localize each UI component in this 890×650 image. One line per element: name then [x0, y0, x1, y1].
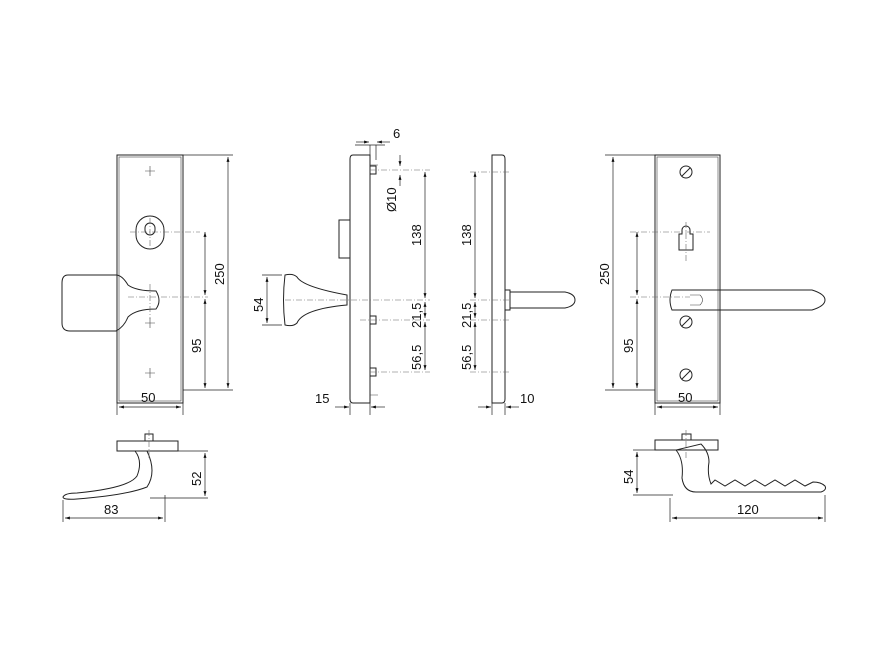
side-plate	[491, 154, 506, 404]
side-view-lever: 138 21,5 56,5 10	[459, 154, 576, 415]
dim-height: 250	[597, 263, 612, 285]
dim-thickness: 15	[315, 391, 329, 406]
knob	[61, 274, 160, 332]
dim-width: 50	[141, 390, 155, 405]
top-view-lever: 54 120	[621, 430, 826, 522]
top-view-knob: 52 83	[62, 430, 208, 522]
dim-knob-height: 54	[251, 298, 266, 312]
dim-spindle-bottom: 95	[189, 339, 204, 353]
dim-spindle-bottom: 95	[621, 339, 636, 353]
side-view-knob: 6 Ø10 138 21,5 56,5 54 15	[251, 126, 430, 415]
screw-mark-icon	[145, 166, 155, 378]
spindle-stub	[681, 433, 692, 441]
rosette	[654, 439, 719, 451]
extension-line	[491, 403, 506, 415]
keyhole-icon	[678, 225, 694, 251]
centerline	[285, 169, 430, 373]
cylinder-housing	[338, 219, 351, 259]
plate-inner-edge	[118, 156, 182, 402]
dim-height: 250	[212, 263, 227, 285]
lever-detail	[690, 294, 703, 306]
extension-line	[355, 144, 385, 160]
centerline	[630, 222, 710, 298]
escutcheon-plate	[116, 154, 184, 404]
dim-pin-diameter: Ø10	[384, 187, 399, 212]
dim-length: 83	[104, 502, 118, 517]
dim-56-5: 56,5	[409, 345, 424, 370]
extension-line	[654, 403, 721, 415]
dim-offset: 6	[393, 126, 400, 141]
front-view-knob: 250 95 50	[61, 154, 233, 415]
extension-line	[183, 154, 233, 391]
extension-line	[150, 450, 208, 499]
extension-line	[62, 495, 166, 522]
extension-line	[605, 154, 655, 391]
lever-side	[510, 291, 576, 309]
knob-profile	[62, 450, 153, 500]
dim-thickness: 10	[520, 391, 534, 406]
dim-138: 138	[459, 224, 474, 246]
lever-profile	[675, 443, 826, 493]
back-plate-edge	[370, 164, 378, 396]
knob-side	[283, 273, 348, 327]
extension-line	[633, 449, 673, 496]
dim-21-5: 21,5	[459, 303, 474, 328]
extension-line	[669, 495, 826, 522]
dim-height: 54	[621, 470, 636, 484]
plate-inner-edge	[656, 156, 719, 402]
dim-56-5: 56,5	[459, 345, 474, 370]
dim-length: 120	[737, 502, 759, 517]
dim-138: 138	[409, 224, 424, 246]
centerline	[128, 284, 208, 319]
centerline	[470, 171, 510, 373]
dim-height: 52	[189, 472, 204, 486]
lever-handle	[669, 289, 826, 311]
dim-21-5: 21,5	[409, 303, 424, 328]
extension-line	[116, 403, 184, 415]
centerline	[130, 218, 200, 246]
cylinder-hole	[135, 215, 165, 250]
side-plate	[349, 154, 371, 404]
extension-line	[262, 274, 282, 326]
front-view-lever: 250 95 50	[597, 154, 826, 415]
escutcheon-plate	[654, 154, 721, 404]
dim-width: 50	[678, 390, 692, 405]
rosette	[116, 440, 179, 452]
extension-line	[349, 403, 371, 415]
screw-icon	[679, 165, 693, 382]
